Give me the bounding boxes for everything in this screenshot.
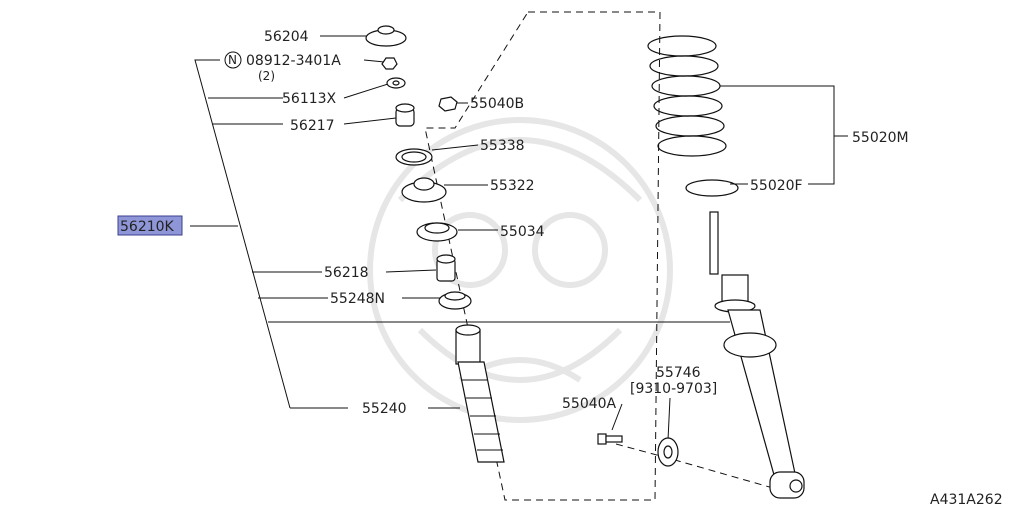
nut-circle-symbol	[224, 51, 242, 69]
label-55338[interactable]: 55338	[480, 138, 525, 154]
bump-stop-56218	[436, 254, 456, 282]
label-56218[interactable]: 56218	[324, 265, 369, 281]
label-55040b[interactable]: 55040B	[470, 96, 524, 112]
spring-insulator-55020f	[685, 179, 739, 197]
mount-55322	[401, 177, 447, 203]
bolt-55040a	[597, 433, 623, 445]
shock-absorber	[709, 211, 805, 499]
label-56217[interactable]: 56217	[290, 118, 335, 134]
label-08912-qty: (2)	[258, 69, 275, 83]
coil-spring-dashed-box	[424, 11, 661, 501]
label-55248n[interactable]: 55248N	[330, 291, 385, 307]
label-55746[interactable]: 55746	[656, 365, 701, 381]
nut-08912	[381, 57, 398, 70]
label-55020m[interactable]: 55020M	[852, 130, 909, 146]
highlight-box-56210k	[117, 215, 183, 236]
seal-55338	[395, 148, 433, 166]
nut-symbol-letter: N	[228, 53, 237, 67]
label-55746-range: [9310-9703]	[630, 381, 717, 397]
label-55020f[interactable]: 55020F	[750, 178, 803, 194]
label-56113x[interactable]: 56113X	[282, 91, 337, 107]
bushing-56217	[395, 103, 415, 127]
label-56204[interactable]: 56204	[264, 29, 309, 45]
washer-55746	[657, 437, 679, 467]
cushion-55248n	[438, 291, 472, 310]
label-55322[interactable]: 55322	[490, 178, 535, 194]
figure-code: A431A262	[930, 492, 1003, 508]
assembly-bracket	[190, 59, 730, 409]
mount-cap-56204	[365, 25, 407, 47]
leader-lines	[320, 35, 848, 441]
bolt-path-dashed	[615, 443, 781, 491]
spring-seat-55034	[416, 222, 458, 242]
part-labels: 56204 N 08912-3401A (2) 56113X 55040B 56…	[120, 29, 1003, 508]
coil-spring-55020m	[647, 35, 727, 157]
label-55040a[interactable]: 55040A	[562, 396, 617, 412]
nut-55040b	[438, 96, 458, 112]
washer-56113x	[386, 77, 406, 89]
watermark-emblem	[367, 117, 673, 423]
label-08912-3401a[interactable]: 08912-3401A	[246, 53, 341, 69]
label-56210k[interactable]: 56210K	[120, 219, 175, 235]
label-55034[interactable]: 55034	[500, 224, 545, 240]
label-55240[interactable]: 55240	[362, 401, 407, 417]
dust-boot-55240	[455, 324, 505, 463]
